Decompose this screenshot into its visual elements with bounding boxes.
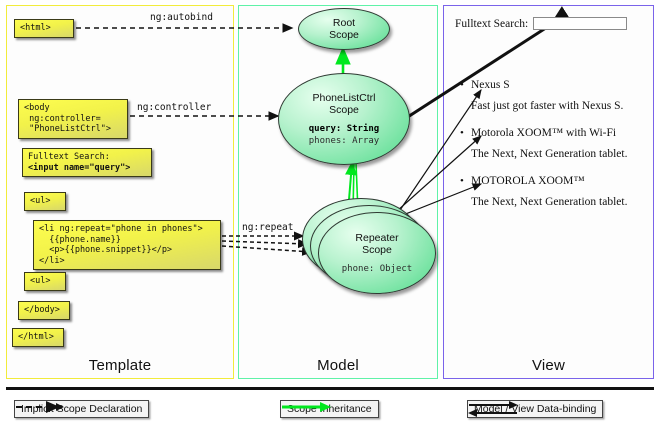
phone-snippet: The Next, Next Generation tablet. <box>471 148 628 160</box>
column-label-view: View <box>531 357 566 374</box>
view-search-label: Fulltext Search: <box>455 17 529 30</box>
code-box-body-open: <body ng:controller= "PhoneListCtrl"> <box>18 99 128 139</box>
search-input[interactable] <box>533 17 628 30</box>
label-ng-repeat: ng:repeat <box>242 222 294 233</box>
phone-name: MOTOROLA XOOM™ <box>471 175 651 187</box>
phone-name: Nexus S <box>471 79 651 91</box>
code-box-li-repeat: <li ng:repeat="phone in phones"> {{phone… <box>33 220 221 270</box>
attr-phone: phone: Object <box>341 263 413 274</box>
arrow-databind-query <box>383 6 573 133</box>
legend-item-implicit-scope-declaration: Implicit Scope Declaration <box>14 400 150 418</box>
code-box-html-close: </html> <box>12 328 64 347</box>
legend-item-scope-inheritance: Scope Inheritance <box>280 400 379 418</box>
label-ng-autobind: ng:autobind <box>150 12 213 23</box>
legend-divider <box>6 387 654 390</box>
label-ng-controller: ng:controller <box>137 102 212 113</box>
phone-snippet: The Next, Next Generation tablet. <box>471 196 628 208</box>
list-item[interactable]: Nexus S Fast just got faster with Nexus … <box>471 79 651 112</box>
column-label-template: Template <box>88 357 152 374</box>
code-box-fulltext-label: Fulltext Search: <box>28 152 110 162</box>
code-box-fulltext-search: Fulltext Search: <input name="query"> <box>22 148 152 177</box>
column-label-model: Model <box>317 357 359 374</box>
scope-repeater-attrs: phone: Object <box>342 263 412 275</box>
arrow-ng-repeat-2 <box>221 239 309 249</box>
phone-snippet: Fast just got faster with Nexus S. <box>471 100 624 112</box>
scope-phonelistctrl-attrs: query: String phones: Array <box>309 123 379 147</box>
legend-item-model-view-data-binding: Model / View Data-binding <box>467 400 604 418</box>
phone-name: Motorola XOOM™ with Wi-Fi <box>471 127 651 139</box>
list-item[interactable]: Motorola XOOM™ with Wi-Fi The Next, Next… <box>471 127 651 160</box>
code-box-html-open: <html> <box>14 19 74 38</box>
code-box-input-markup: <input name="query"> <box>28 162 131 173</box>
code-box-ul-close: <ul> <box>24 272 66 291</box>
attr-query: query: String <box>308 123 380 134</box>
view-search-row: Fulltext Search: <box>455 17 628 30</box>
attr-phones: phones: Array <box>308 135 380 146</box>
legend-double-arrow-icon <box>468 401 518 417</box>
list-item[interactable]: MOTOROLA XOOM™ The Next, Next Generation… <box>471 175 651 208</box>
code-box-ul-open: <ul> <box>24 192 66 211</box>
arrow-databind-phone-1 <box>391 89 482 223</box>
view-content: Fulltext Search: Nexus S Fast just got f… <box>449 11 649 251</box>
legend-green-arrow-icon <box>282 402 331 412</box>
legend-dashed-arrow-icon <box>16 401 64 413</box>
arrow-ng-repeat-3 <box>221 245 313 256</box>
code-box-body-close: </body> <box>18 301 70 320</box>
